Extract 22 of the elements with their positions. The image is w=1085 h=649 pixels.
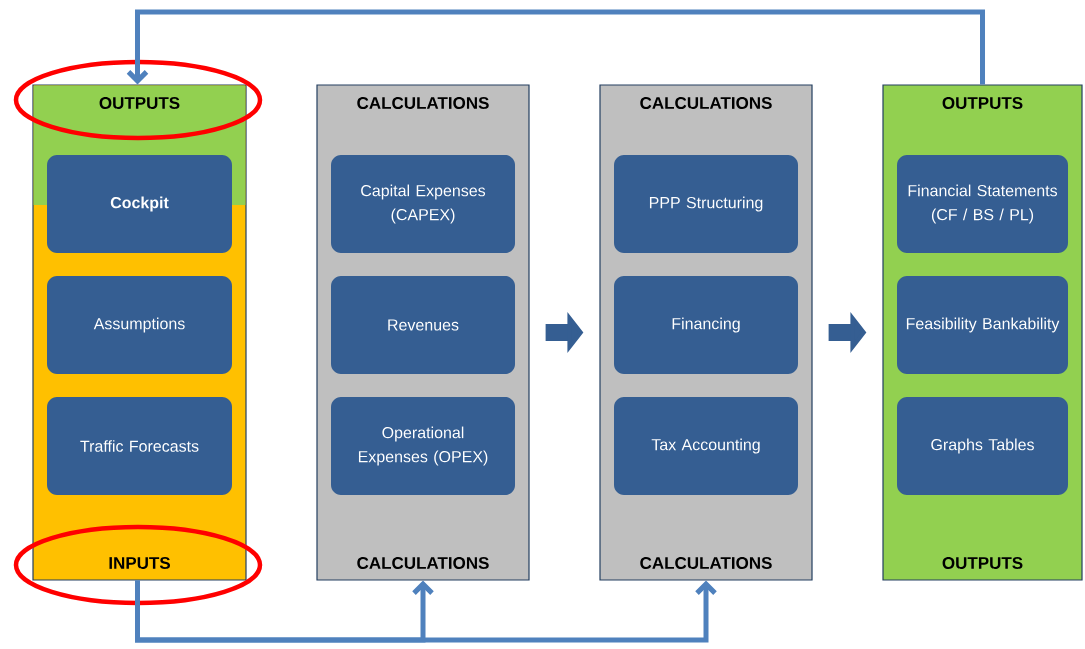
module-box: Financial Statements (CF / BS / PL): [897, 155, 1068, 253]
column-heading: OUTPUTS: [942, 557, 1023, 569]
module-box: Feasibility Bankability: [897, 276, 1068, 374]
module-box: Financing: [614, 276, 798, 374]
module-box: Revenues: [331, 276, 515, 374]
column-heading: CALCULATIONS: [640, 97, 772, 109]
column-heading: CALCULATIONS: [357, 97, 489, 109]
arrow: [126, 9, 985, 85]
module-box: Operational Expenses (OPEX): [331, 397, 515, 495]
column-heading: CALCULATIONS: [640, 557, 772, 569]
module-box: Traffic Forecasts: [47, 397, 232, 495]
module-box: Capital Expenses (CAPEX): [331, 155, 515, 253]
arrow: [135, 580, 717, 643]
column-heading: CALCULATIONS: [357, 557, 489, 569]
module-box: Graphs Tables: [897, 397, 1068, 495]
column-heading: OUTPUTS: [942, 97, 1023, 109]
column-heading: INPUTS: [109, 557, 170, 569]
module-box: PPP Structuring: [614, 155, 798, 253]
column-heading: OUTPUTS: [99, 97, 180, 109]
module-box: Assumptions: [47, 276, 232, 374]
module-box: Cockpit: [47, 155, 232, 253]
module-box: Tax Accounting: [614, 397, 798, 495]
